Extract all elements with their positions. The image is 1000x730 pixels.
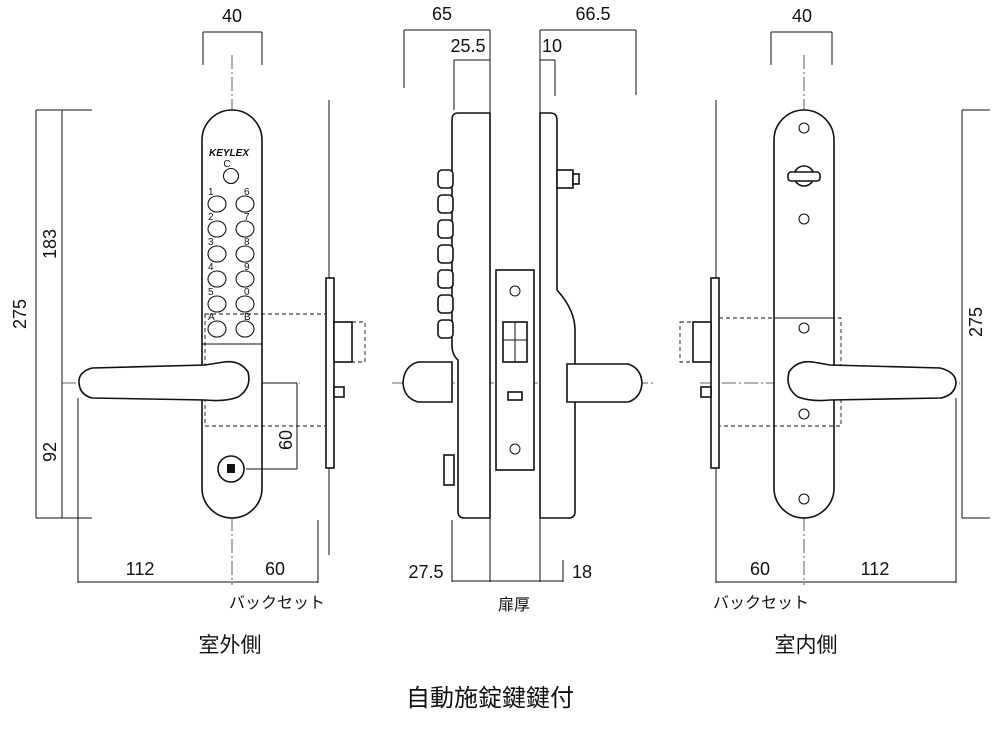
side-outside-lever <box>402 361 453 403</box>
key-label-6: 6 <box>244 187 250 198</box>
inside-escutcheon-plate <box>773 109 835 519</box>
inside-latch-bolt <box>692 321 712 363</box>
screw-icon <box>798 408 810 420</box>
key-button <box>207 295 227 313</box>
outside-view: 40 275 183 92 KEYLEX C 1 2 3 4 5 A 6 7 8 <box>10 6 366 657</box>
outside-offset-dim: 60 <box>276 430 296 450</box>
latch-bolt <box>333 321 353 363</box>
screw-icon <box>798 122 810 134</box>
side-button <box>437 244 454 264</box>
door-thickness-label: 扉厚 <box>498 595 530 614</box>
side-button <box>437 294 454 314</box>
inside-backset-label: バックセット <box>713 593 809 612</box>
key-label-7: 7 <box>244 212 250 223</box>
key-label-0: 0 <box>244 287 250 298</box>
outside-height-total-dim: 275 <box>10 299 30 329</box>
key-label-b: B <box>244 312 251 323</box>
outside-view-label: 室外側 <box>199 633 262 657</box>
keylex-logo: KEYLEX <box>209 148 250 159</box>
key-label-9: 9 <box>244 262 250 273</box>
side-thumb-turn <box>556 169 574 189</box>
side-bottom-right-dim: 18 <box>572 562 592 582</box>
key-button <box>235 195 255 213</box>
outside-face-plate <box>325 277 335 469</box>
key-button-c <box>222 167 240 185</box>
thumb-turn-icon <box>787 165 821 187</box>
key-label-1: 1 <box>208 187 214 198</box>
inside-width-top-dim: 40 <box>792 6 812 26</box>
outside-bottom-left-dim: 112 <box>126 559 155 579</box>
inside-bottom-left-dim: 60 <box>750 559 770 579</box>
key-button <box>207 320 227 338</box>
drawing-title: 自動施錠鍵鍵付 <box>406 684 574 712</box>
key-button <box>235 320 255 338</box>
side-outside-body <box>451 112 491 519</box>
deadbolt-stub <box>333 386 345 398</box>
side-cylinder <box>443 454 455 486</box>
side-mortise-face <box>495 269 535 471</box>
side-top-left-dim: 65 <box>432 4 452 24</box>
key-button <box>235 270 255 288</box>
side-top-right-dim: 66.5 <box>575 4 610 24</box>
inside-face-plate <box>710 277 720 469</box>
outside-backset-label: バックセット <box>229 593 325 612</box>
outside-width-top-dim: 40 <box>222 6 242 26</box>
screw-icon <box>798 322 810 334</box>
side-thumb-tip <box>572 173 580 185</box>
inside-view-label: 室内側 <box>775 633 838 657</box>
key-label-c: C <box>223 159 230 170</box>
key-button <box>207 245 227 263</box>
keyhole-icon <box>227 464 235 473</box>
side-button <box>437 219 454 239</box>
side-bottom-left-dim: 27.5 <box>408 562 443 582</box>
screw-icon <box>798 493 810 505</box>
side-button <box>437 169 454 189</box>
screw-icon <box>798 213 810 225</box>
side-button <box>437 194 454 214</box>
outside-bottom-right-dim: 60 <box>265 559 285 579</box>
side-top-small-dim: 10 <box>542 36 562 56</box>
outside-lever-handle <box>78 360 250 402</box>
key-button <box>235 295 255 313</box>
side-deadbolt-window <box>507 391 523 401</box>
outside-height-lower-dim: 92 <box>40 442 60 462</box>
key-label-2: 2 <box>208 212 214 223</box>
side-inside-body <box>539 112 576 519</box>
side-button <box>437 319 454 339</box>
inside-view: 40 275 60 1 <box>679 6 990 657</box>
key-button <box>207 195 227 213</box>
key-button <box>235 220 255 238</box>
inside-height-total-dim: 275 <box>966 307 986 337</box>
side-top-mid-dim: 25.5 <box>450 36 485 56</box>
key-button <box>207 270 227 288</box>
inside-lever-handle <box>787 360 957 402</box>
outside-keypad: C 1 2 3 4 5 A 6 7 8 9 0 B <box>207 159 255 338</box>
inside-deadbolt-stub <box>700 386 712 398</box>
key-label-8: 8 <box>244 237 250 248</box>
key-label-5: 5 <box>208 287 214 298</box>
inside-bottom-right-dim: 112 <box>861 559 890 579</box>
side-button <box>437 269 454 289</box>
outside-height-upper-dim: 183 <box>40 229 60 259</box>
key-label-a: A <box>208 312 215 323</box>
key-label-3: 3 <box>208 237 214 248</box>
key-button <box>207 220 227 238</box>
side-inside-lever <box>566 363 643 403</box>
side-view: 65 25.5 66.5 10 <box>392 4 655 614</box>
key-button <box>235 245 255 263</box>
key-label-4: 4 <box>208 262 214 273</box>
